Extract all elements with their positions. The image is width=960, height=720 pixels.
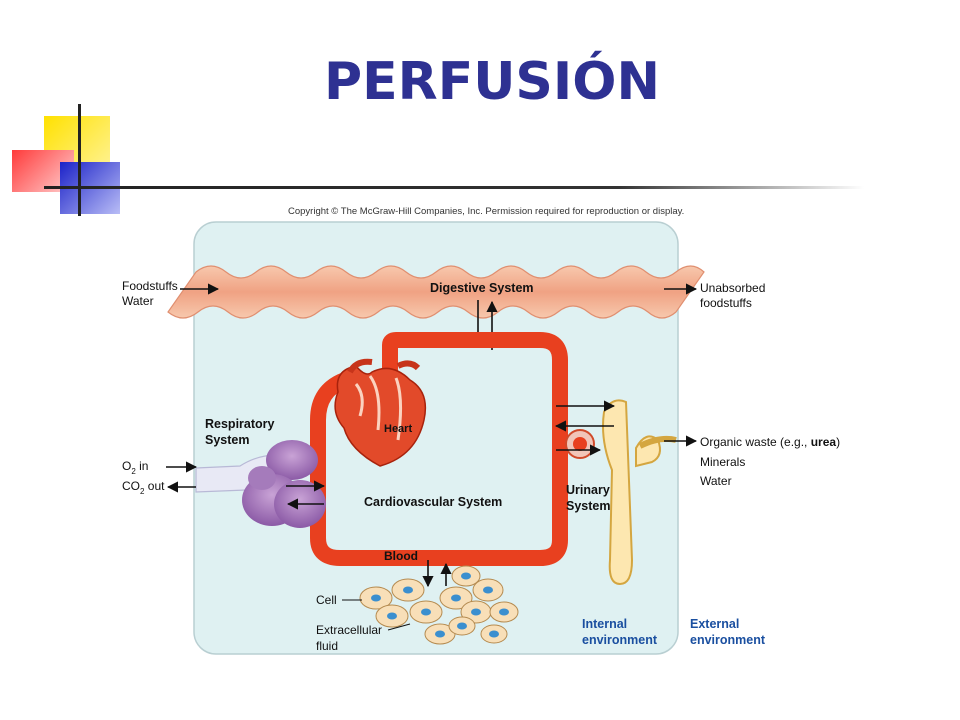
title-underline xyxy=(44,186,864,189)
blood-label: Blood xyxy=(384,549,418,563)
cell xyxy=(439,586,473,610)
urinary-label-2: System xyxy=(566,499,610,513)
digestive-tract xyxy=(167,265,705,319)
water-out-label: Water xyxy=(700,474,732,488)
unabsorbed-label: Unabsorbed xyxy=(700,281,765,295)
cell xyxy=(448,616,476,636)
copyright-note: Copyright © The McGraw-Hill Companies, I… xyxy=(288,206,684,217)
heart-icon xyxy=(334,358,427,467)
unabsorbed-foodstuffs-label: foodstuffs xyxy=(700,296,752,310)
cell xyxy=(472,578,504,602)
ecf-label-1: Extracellular xyxy=(316,623,382,637)
cell xyxy=(359,586,393,610)
vertical-line xyxy=(78,104,81,216)
urinary-label-1: Urinary xyxy=(566,483,610,497)
cardiovascular-system-label: Cardiovascular System xyxy=(364,495,502,509)
respiratory-label-1: Respiratory xyxy=(205,417,275,431)
cell xyxy=(451,565,481,587)
blood-vessel-loop xyxy=(310,332,568,566)
external-environment-label-1: External xyxy=(690,617,739,631)
cell xyxy=(424,623,456,645)
o2-in-label: O2 in xyxy=(122,459,148,476)
internal-environment-label-1: Internal xyxy=(582,617,627,631)
cell xyxy=(489,601,519,623)
cell xyxy=(391,578,425,602)
digestive-system-label: Digestive System xyxy=(430,281,534,295)
internal-environment-label-2: environment xyxy=(582,633,658,647)
respiratory-label-2: System xyxy=(205,433,249,447)
organic-waste-label: Organic waste (e.g., urea) xyxy=(700,435,840,449)
external-environment-label-2: environment xyxy=(690,633,766,647)
cell-label: Cell xyxy=(316,593,337,607)
cell xyxy=(375,604,409,628)
cell xyxy=(480,624,508,644)
heart-label: Heart xyxy=(384,423,412,435)
cell xyxy=(409,600,443,624)
foodstuffs-label: Foodstuffs xyxy=(122,279,178,293)
co2-out-label: CO2 out xyxy=(122,479,165,496)
kidney-tubule-icon xyxy=(565,399,677,586)
ecf-pointer xyxy=(387,623,411,631)
slide-title: PERFUSIÓN xyxy=(324,52,660,112)
water-in-label: Water xyxy=(122,294,154,308)
cell-cluster xyxy=(359,565,519,645)
minerals-label: Minerals xyxy=(700,455,745,469)
ecf-label-2: fluid xyxy=(316,639,338,653)
